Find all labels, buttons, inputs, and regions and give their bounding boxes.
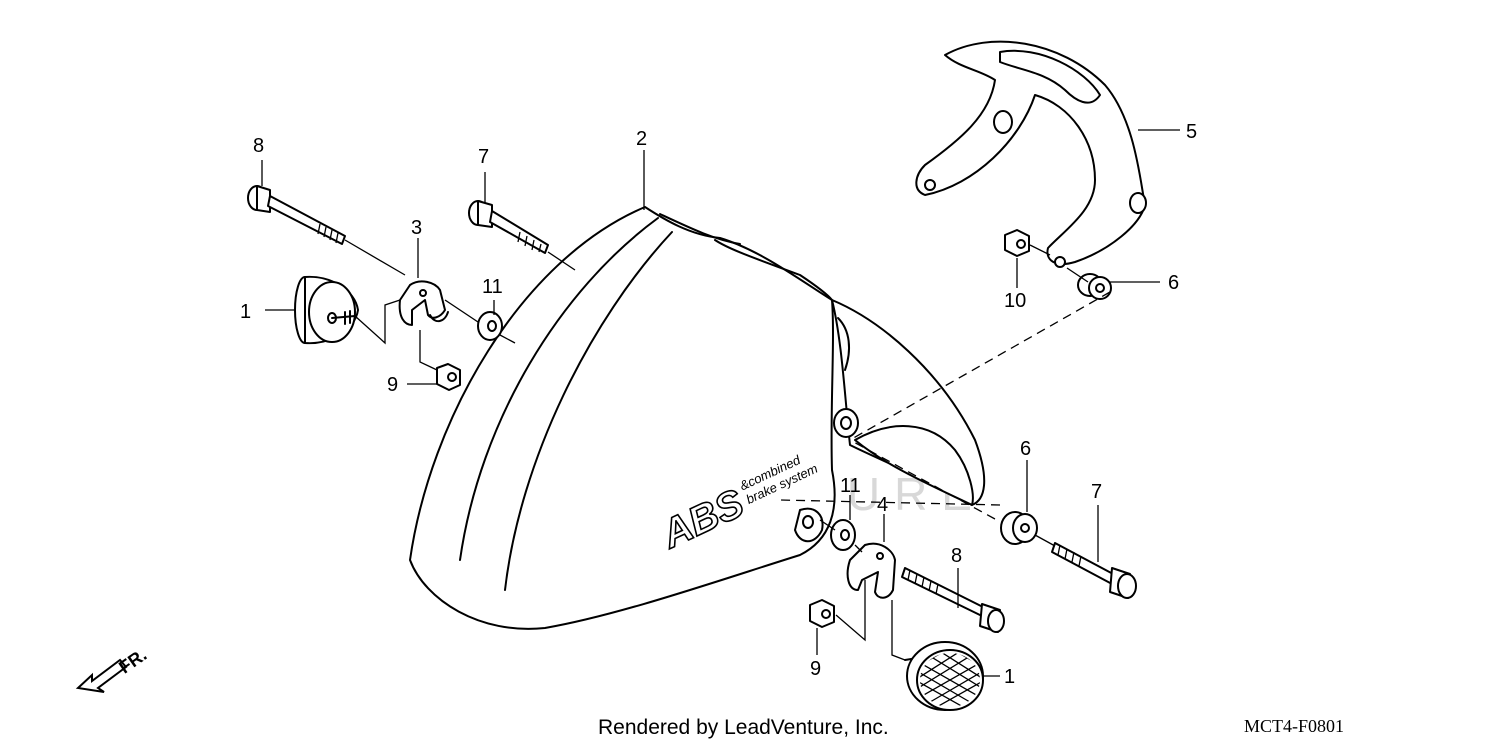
- part-fender-bracket[interactable]: [915, 40, 1147, 268]
- callout-7-left: 7: [478, 146, 489, 168]
- part-front-fender[interactable]: ABS &combined brake system: [409, 206, 986, 630]
- callout-labels: 8 1 3 11 9 7 2 5 10 6 6 7 11 4 8 9 1: [240, 121, 1197, 688]
- part-grommet-6-upper[interactable]: [1077, 273, 1112, 300]
- callout-9-right: 9: [810, 658, 821, 680]
- callout-6-upper: 6: [1168, 272, 1179, 294]
- callout-7-right: 7: [1091, 481, 1102, 503]
- callout-4: 4: [877, 494, 888, 516]
- assembly-lines: [344, 239, 1111, 661]
- callout-11-right: 11: [840, 475, 861, 497]
- part-clip-4[interactable]: [846, 542, 896, 599]
- part-nut-9-right[interactable]: [809, 599, 835, 628]
- part-nut-10[interactable]: [1004, 229, 1030, 257]
- part-bolt-7-right[interactable]: [1051, 542, 1137, 599]
- callout-3: 3: [411, 217, 422, 239]
- part-bolt-8-right[interactable]: [901, 567, 1005, 633]
- callout-8-left: 8: [253, 135, 264, 157]
- callout-11-left: 11: [482, 276, 503, 298]
- callout-2: 2: [636, 128, 647, 150]
- front-direction-indicator: FR.: [75, 645, 150, 693]
- callout-5: 5: [1186, 121, 1197, 143]
- part-grommet-6-lower[interactable]: [1000, 511, 1038, 545]
- callout-leaders: [261, 129, 1180, 677]
- callout-1-right: 1: [1004, 666, 1015, 688]
- part-cap-right[interactable]: [904, 641, 985, 711]
- part-washer-11-right[interactable]: [830, 519, 856, 551]
- callout-6-lower: 6: [1020, 438, 1031, 460]
- part-bolt-7-left[interactable]: [468, 200, 549, 254]
- callout-1-left: 1: [240, 301, 251, 323]
- render-credit: Rendered by LeadVenture, Inc.: [598, 716, 889, 739]
- callout-10: 10: [1004, 290, 1026, 312]
- front-direction-label: FR.: [115, 645, 150, 678]
- part-bolt-8-left[interactable]: [247, 185, 346, 245]
- front-arrow-icon: [75, 658, 128, 693]
- diagram-code: MCT4-F0801: [1244, 716, 1345, 736]
- part-washer-11-left[interactable]: [477, 311, 503, 341]
- part-clip-3[interactable]: [398, 280, 449, 326]
- callout-9-left: 9: [387, 374, 398, 396]
- part-cap-left[interactable]: [294, 275, 359, 345]
- part-nut-9-left[interactable]: [436, 363, 461, 391]
- callout-8-right: 8: [951, 545, 962, 567]
